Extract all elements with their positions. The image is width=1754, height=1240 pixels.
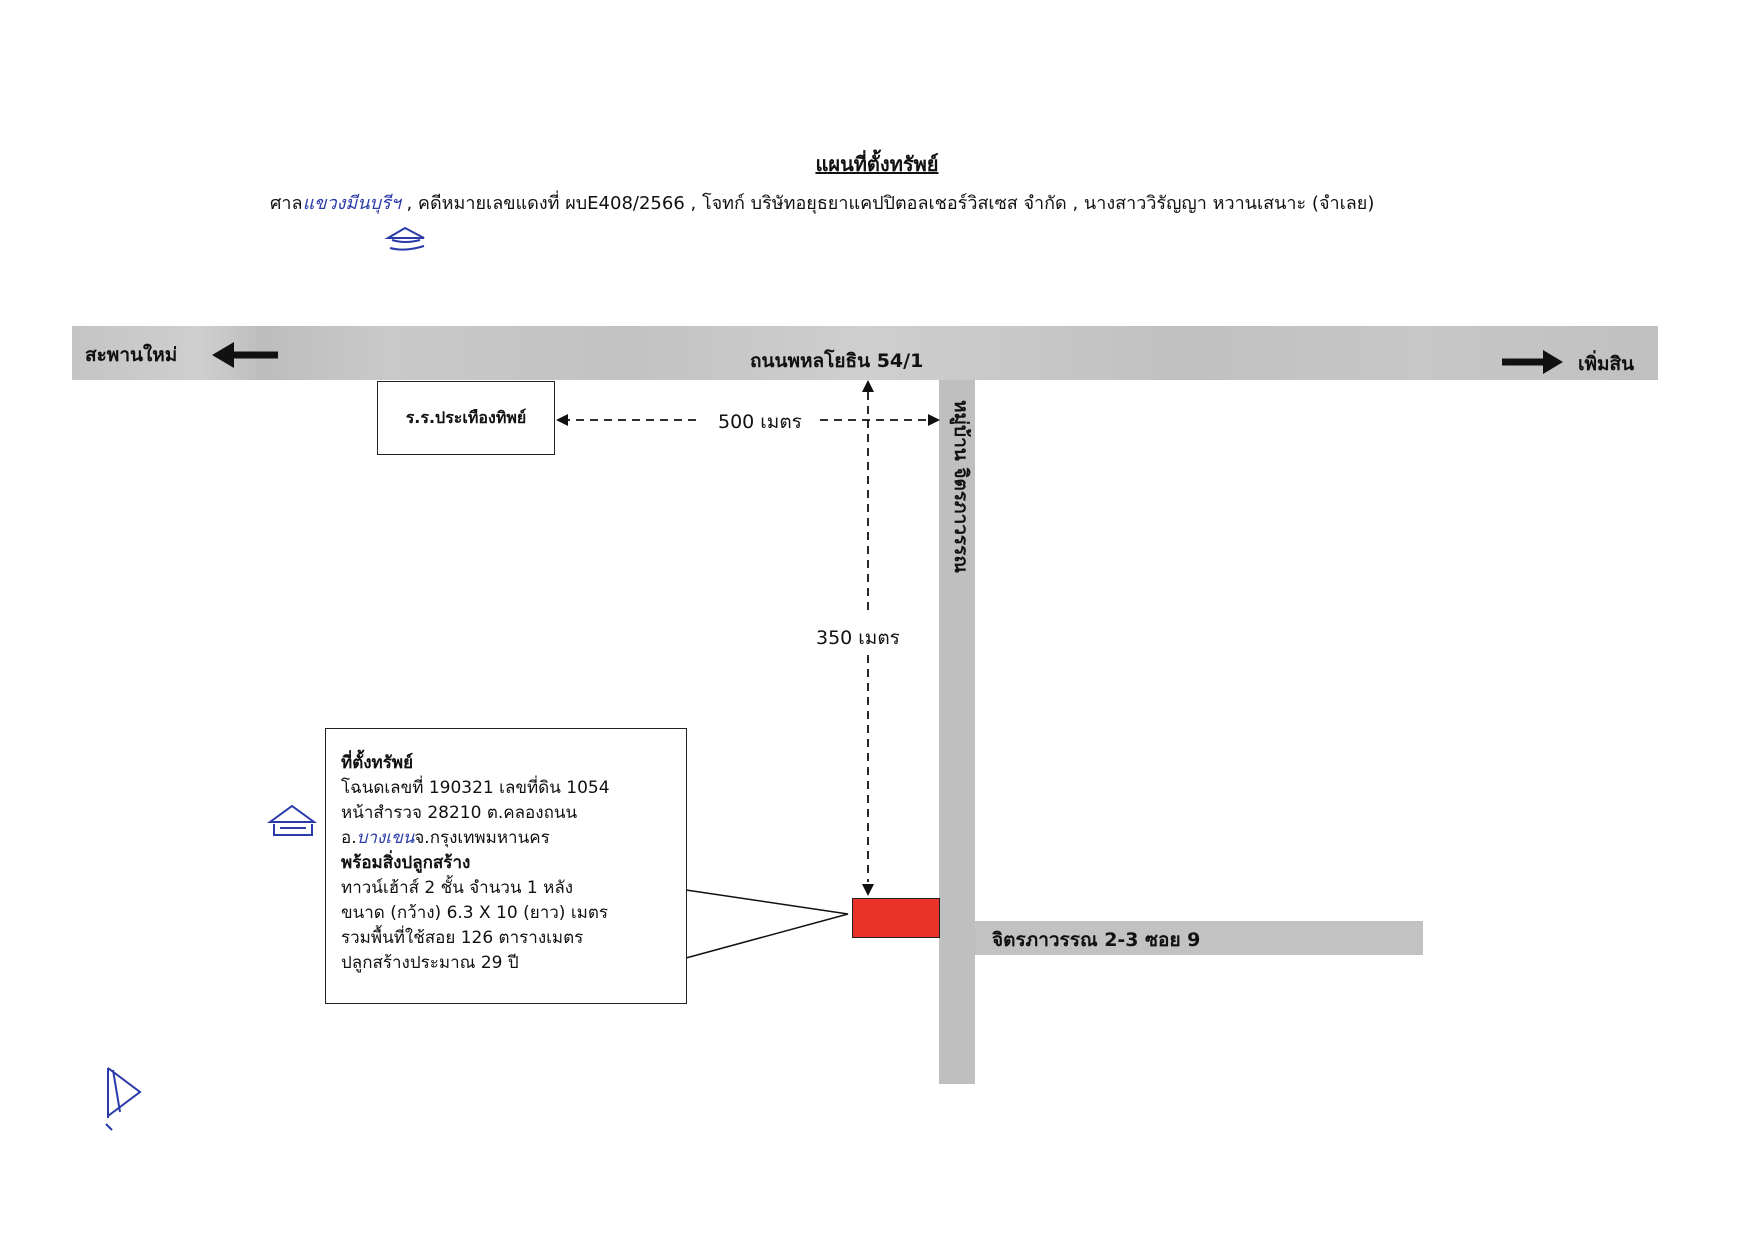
court-handwritten: แขวงมีนบุรีฯ — [302, 193, 401, 214]
signature-mark-icon — [105, 1067, 142, 1131]
main-road-label: ถนนพหลโยธิน 54/1 — [750, 350, 924, 372]
info-line-building: ทาวน์เฮ้าส์ 2 ชั้น จำนวน 1 หลัง — [341, 878, 574, 898]
info-subheading: พร้อมสิ่งปลูกสร้าง — [341, 853, 471, 873]
case-header: ศาลแขวงมีนบุรีฯ , คดีหมายเลขแดงที่ ผบE40… — [270, 188, 1374, 217]
info-line-area: รวมพื้นที่ใช้สอย 126 ตารางเมตร — [341, 928, 584, 948]
info-line-district: อ.บางเขนจ.กรุงเทพมหานคร — [341, 826, 686, 851]
property-info-box: ที่ตั้งทรัพย์ โฉนดเลขที่ 190321 เลขที่ดิ… — [325, 728, 687, 1004]
vertical-distance-label: 350 เมตร — [810, 623, 906, 653]
callout-pointer — [685, 889, 849, 959]
info-line-size: ขนาด (กว้าง) 6.3 X 10 (ยาว) เมตร — [341, 903, 609, 923]
horizontal-distance-line — [556, 414, 940, 426]
info-line-survey: หน้าสำรวจ 28210 ต.คลองถนน — [341, 803, 578, 823]
info-line-deed: โฉนดเลขที่ 190321 เลขที่ดิน 1054 — [341, 778, 610, 798]
vertical-distance-line — [862, 380, 874, 896]
page-title: แผนที่ตั้งทรัพย์ — [815, 152, 939, 176]
district-handwritten: บางเขน — [356, 828, 415, 848]
main-road — [72, 326, 1658, 380]
east-direction-label: เพิ่มสิน — [1578, 353, 1635, 375]
school-landmark: ร.ร.ประเทืองทิพย์ — [377, 381, 555, 455]
soi-road — [975, 921, 1423, 955]
province: จ.กรุงเทพมหานคร — [414, 828, 550, 848]
district-prefix: อ. — [341, 828, 357, 848]
info-heading: ที่ตั้งทรัพย์ — [341, 753, 414, 773]
west-direction-label: สะพานใหม่ — [85, 344, 178, 366]
house-initial-mark-2-icon — [266, 804, 318, 836]
house-initial-mark-icon — [384, 226, 425, 251]
soi-label: จิตรภาวรรณ 2-3 ซอย 9 — [992, 929, 1201, 951]
east-arrow-icon — [1502, 350, 1563, 374]
west-arrow-icon — [212, 342, 278, 368]
case-text: , คดีหมายเลขแดงที่ ผบE408/2566 , โจทก์ บ… — [400, 193, 1375, 214]
court-prefix: ศาล — [270, 193, 303, 214]
info-line-age: ปลูกสร้างประมาณ 29 ปี — [341, 953, 519, 973]
horizontal-distance-label: 500 เมตร — [712, 407, 808, 437]
village-road-label: หมู่บ้าน จิตรภาวรรณ — [950, 400, 972, 573]
village-road — [939, 380, 975, 1084]
property-marker — [852, 898, 940, 938]
